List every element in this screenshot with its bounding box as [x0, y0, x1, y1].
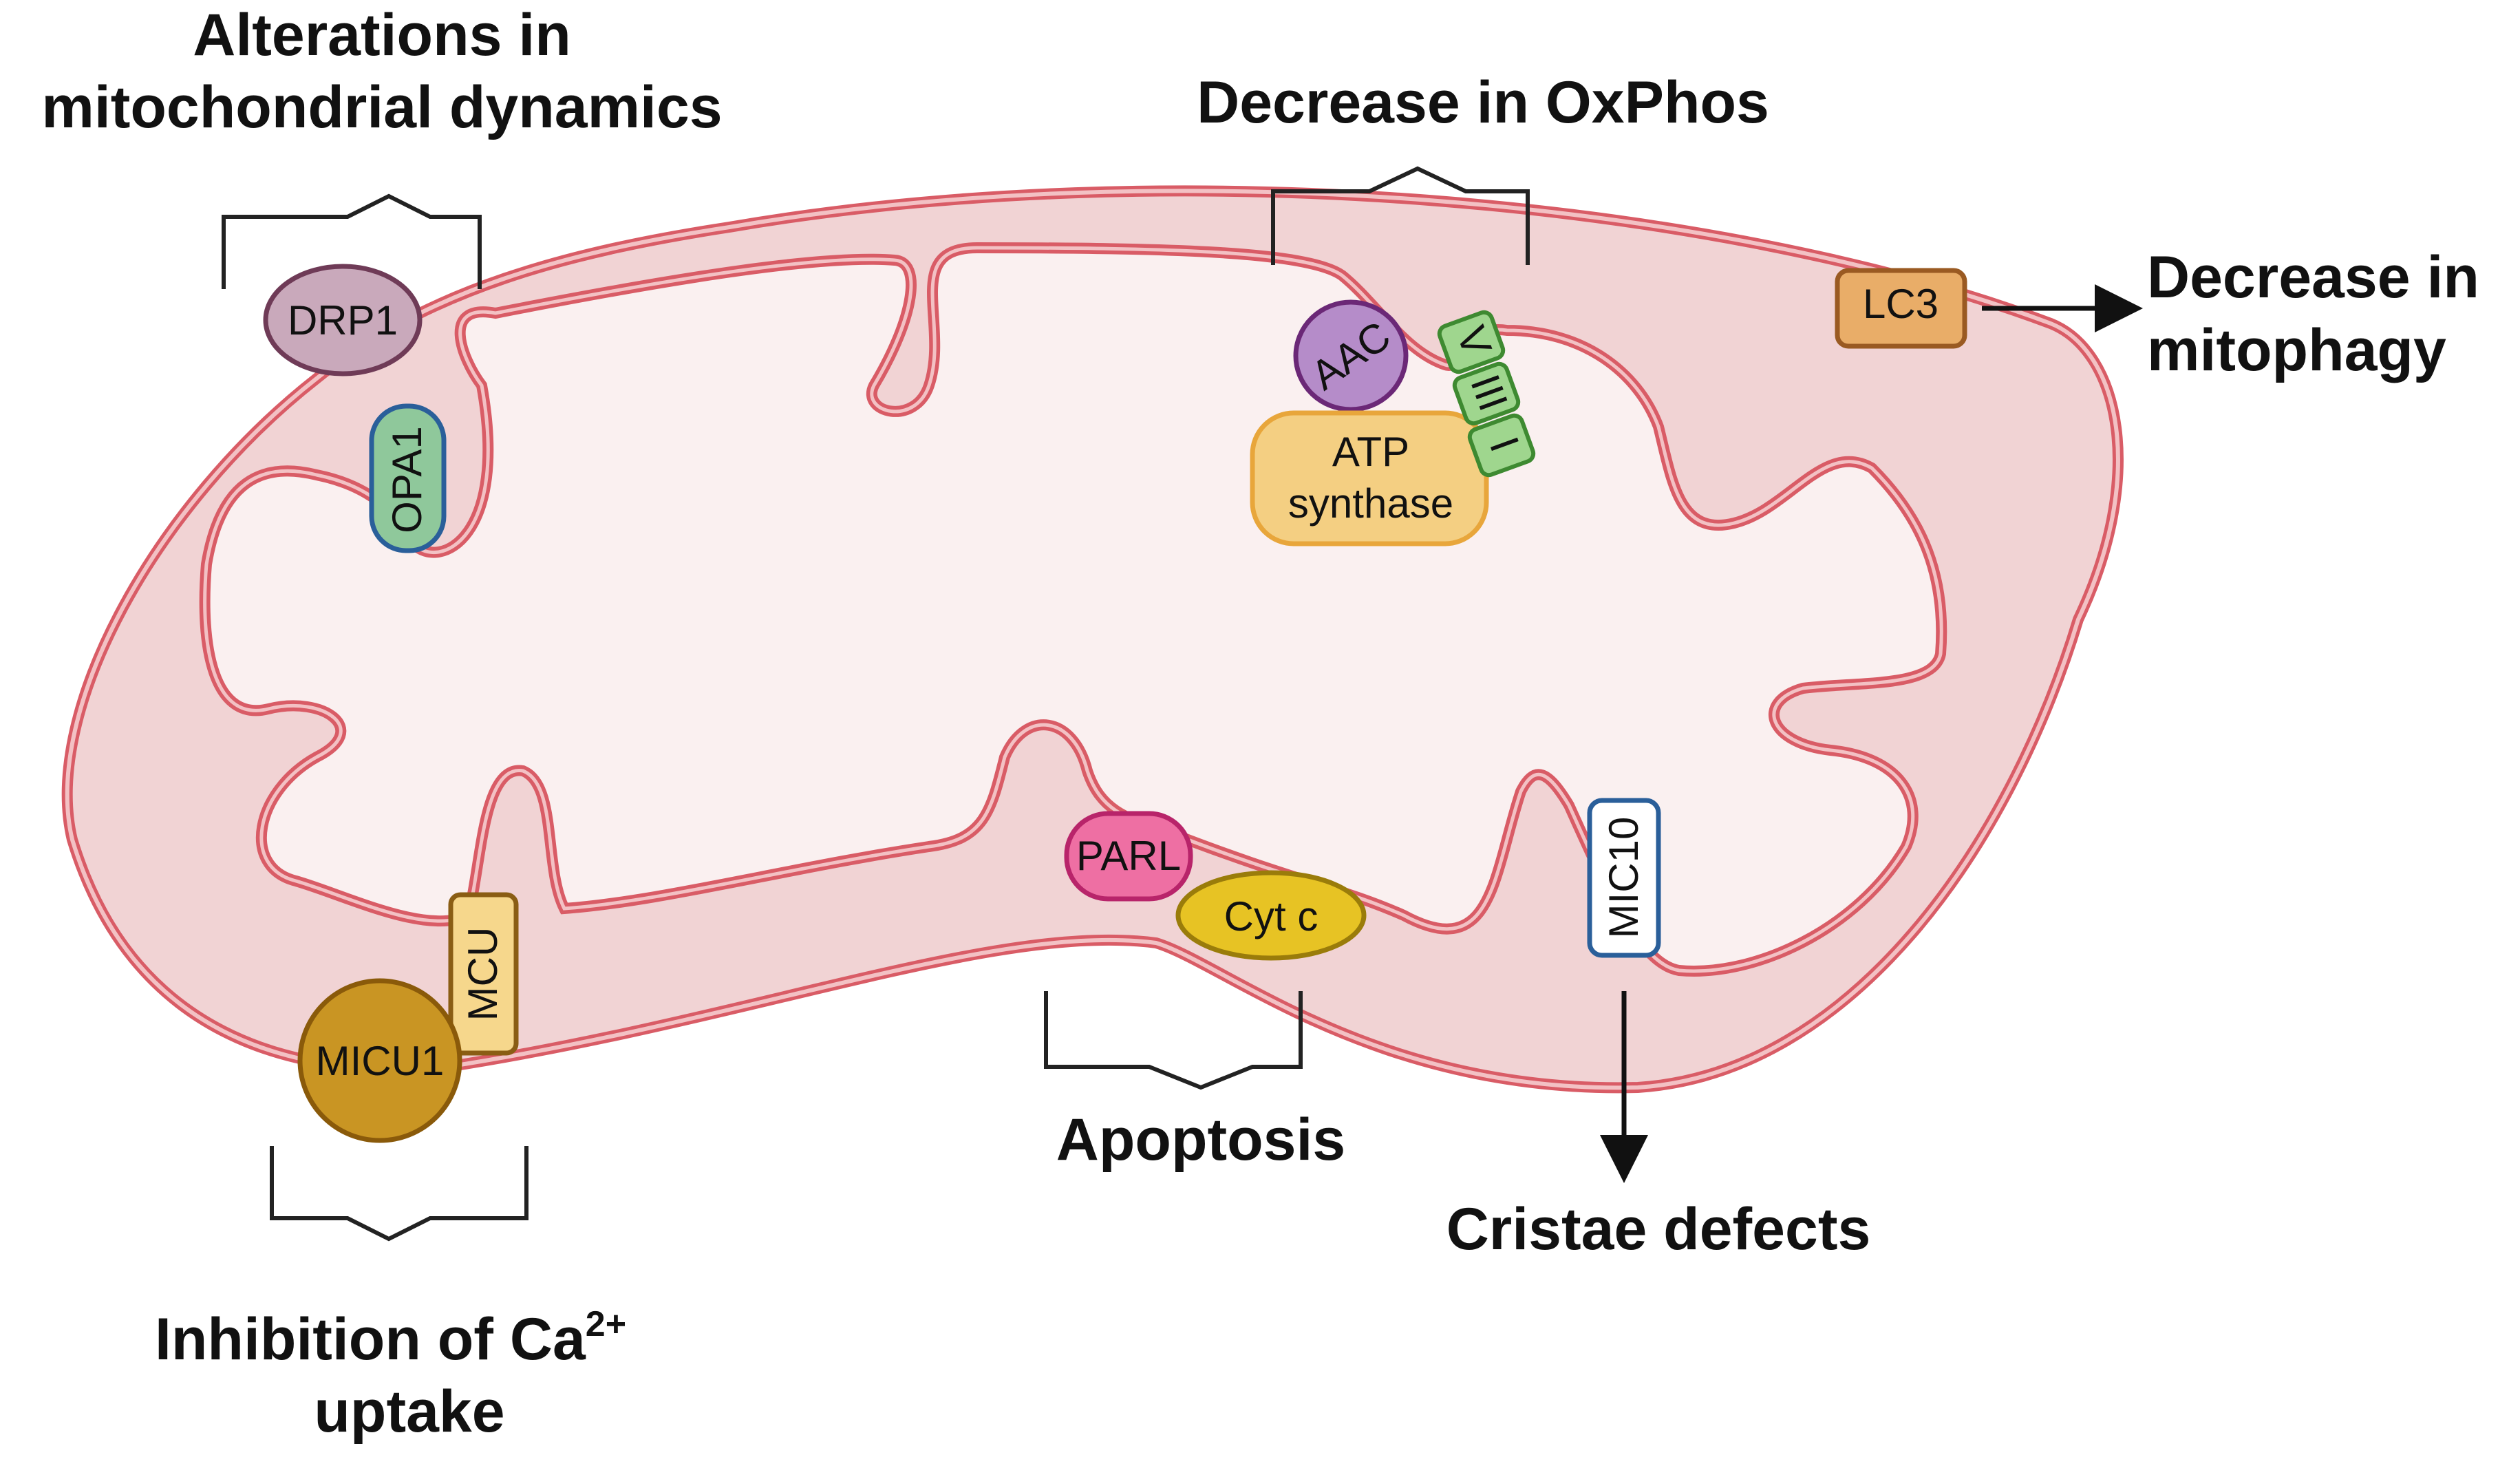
atp-synthase-label-line1: ATP [1332, 429, 1409, 475]
cytc-protein: Cyt c [1175, 870, 1367, 961]
curly-bracket-icon [222, 193, 482, 289]
curly-bracket-icon [1271, 166, 1530, 265]
micu1-protein: MICU1 [297, 978, 462, 1143]
mcu-protein: MCU [448, 892, 519, 1056]
complex-v: V [1437, 310, 1506, 374]
heading-dynamics-line1: Alterations in [193, 2, 571, 68]
mic10-label: MIC10 [1601, 817, 1647, 939]
drp1-label: DRP1 [288, 297, 398, 343]
lc3-label: LC3 [1863, 281, 1939, 327]
parl-protein: PARL [1064, 811, 1193, 902]
heading-apoptosis: Apoptosis [1056, 1107, 1345, 1173]
curly-bracket-icon [1044, 991, 1303, 1090]
complex-i: I [1467, 413, 1536, 478]
opa1-label: OPA1 [384, 426, 430, 533]
heading-oxphos: Decrease in OxPhos [1197, 70, 1769, 136]
opa1-protein: OPA1 [369, 403, 447, 553]
micu1-label: MICU1 [316, 1038, 445, 1084]
heading-mitophagy-line2: mitophagy [2147, 317, 2446, 383]
cytc-label: Cyt c [1224, 893, 1318, 939]
complex-iii: III [1452, 361, 1521, 426]
mcu-label: MCU [460, 927, 506, 1021]
lc3-protein: LC3 [1835, 268, 1967, 349]
heading-dynamics-line2: mitochondrial dynamics [41, 74, 722, 140]
atp-synthase-label-line2: synthase [1288, 480, 1453, 527]
parl-label: PARL [1076, 833, 1181, 879]
curly-bracket-icon [270, 1146, 528, 1242]
atp-synthase: ATP synthase [1250, 410, 1489, 546]
heading-calcium-line2: uptake [314, 1379, 504, 1445]
aac-protein: AAC [1293, 299, 1409, 412]
mic10-protein: MIC10 [1587, 798, 1661, 958]
heading-calcium-line1: Inhibition of Ca2+ [155, 1304, 626, 1372]
heading-mitophagy-line1: Decrease in [2147, 244, 2479, 310]
drp1-protein: DRP1 [263, 264, 423, 376]
heading-cristae: Cristae defects [1446, 1196, 1871, 1262]
